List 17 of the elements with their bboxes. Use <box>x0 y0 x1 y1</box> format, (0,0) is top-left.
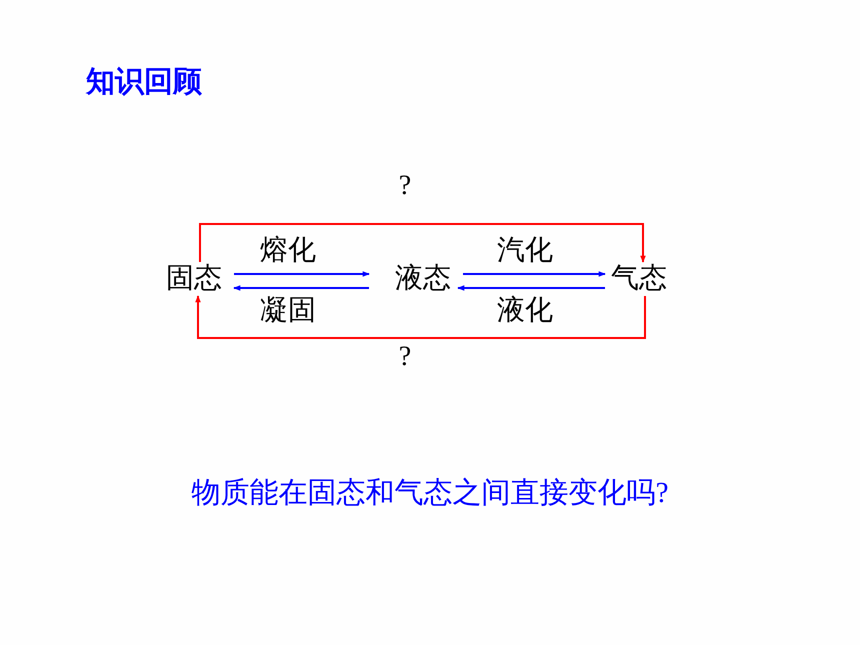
edge-label: 熔化 <box>260 237 316 265</box>
arrow <box>234 271 370 277</box>
edge-label: 汽化 <box>497 237 553 265</box>
slide-title: 知识回顾 <box>86 63 202 100</box>
arrow <box>463 271 606 277</box>
edge-label: ? <box>398 172 412 200</box>
edge-label: 液化 <box>497 297 553 325</box>
arrow <box>199 223 646 263</box>
arrow <box>195 295 646 339</box>
edge-label: 凝固 <box>260 297 316 325</box>
question-text: 物质能在固态和气态之间直接变化吗? <box>190 476 670 511</box>
state-label: 液态 <box>389 262 457 296</box>
arrow <box>233 285 369 291</box>
state-label: 固态 <box>160 262 228 296</box>
edge-label: ? <box>398 343 412 371</box>
arrow <box>457 285 605 291</box>
state-label: 气态 <box>605 262 673 296</box>
